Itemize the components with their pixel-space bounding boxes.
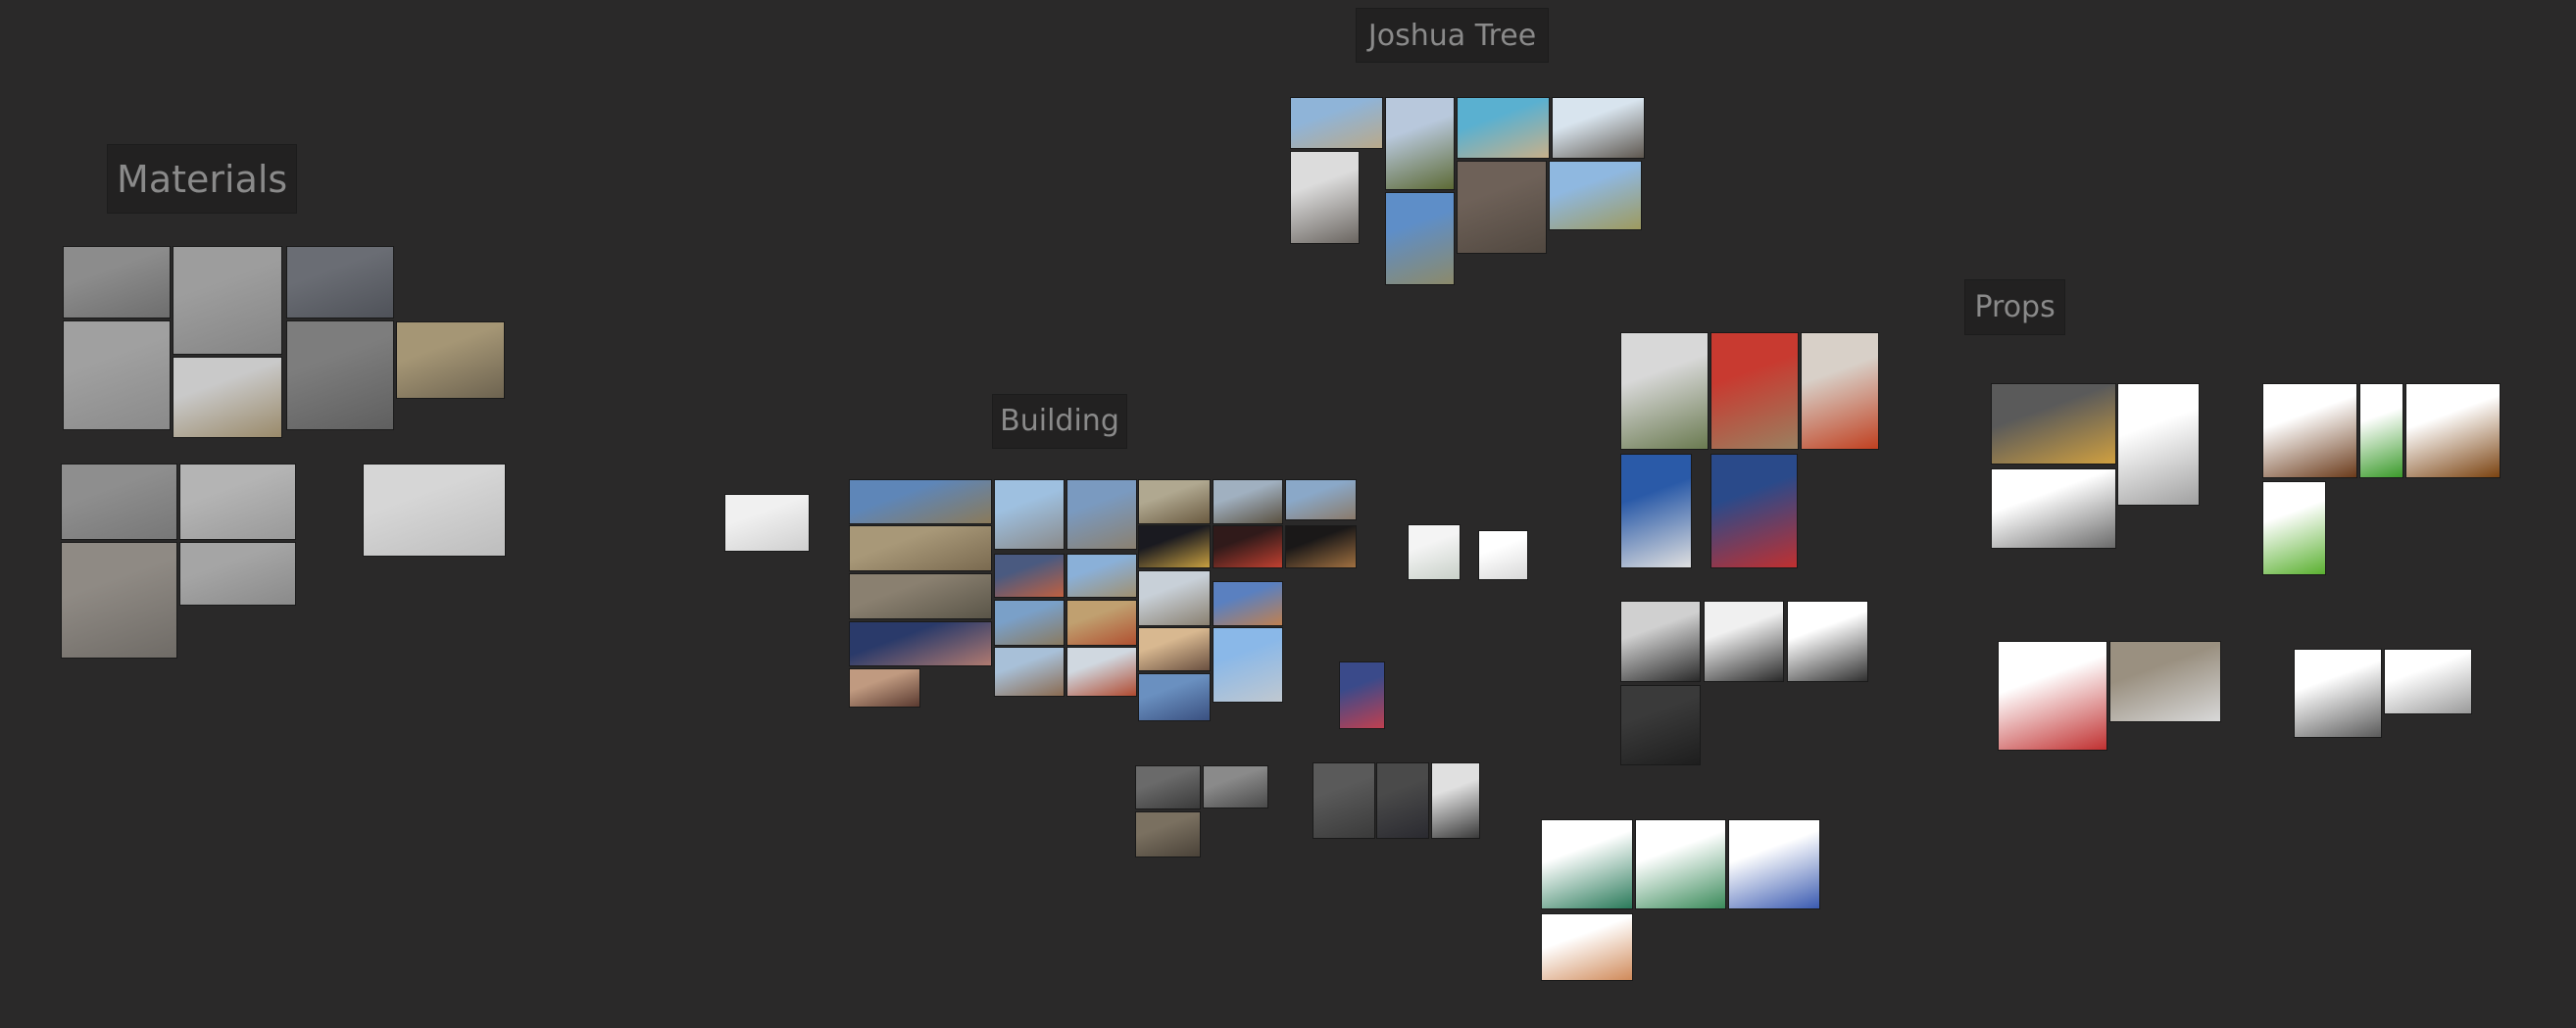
- gas-station-photo[interactable]: [1284, 525, 1358, 568]
- material-dark-stone[interactable]: [285, 246, 395, 319]
- joshua-tree-bark-photo[interactable]: [1457, 161, 1547, 254]
- corrugated-metal-texture[interactable]: [1135, 765, 1202, 810]
- corrugated-metal-texture[interactable]: [1202, 765, 1268, 808]
- gas-station-photo[interactable]: [1138, 479, 1212, 524]
- spray-can-photo[interactable]: [1991, 467, 2116, 549]
- gas-station-photo[interactable]: [993, 479, 1065, 551]
- trash-can-photo[interactable]: [2383, 649, 2473, 715]
- vending-machine-photo[interactable]: [1408, 523, 1461, 580]
- joshua-tree-bark-photo[interactable]: [1290, 151, 1360, 244]
- gas-station-photo[interactable]: [1212, 581, 1283, 626]
- gas-station-photo[interactable]: [849, 479, 993, 524]
- joshua-tree-photo[interactable]: [1385, 97, 1455, 190]
- gas-pump-photo[interactable]: [1619, 453, 1693, 568]
- tires-stack-photo[interactable]: [1704, 601, 1785, 682]
- corrugated-metal-texture[interactable]: [1135, 810, 1202, 857]
- gas-station-photo[interactable]: [1065, 479, 1137, 551]
- material-concrete-tiles[interactable]: [62, 246, 172, 319]
- gas-station-photo[interactable]: [849, 668, 920, 709]
- beer-bottle-photo[interactable]: [2261, 382, 2358, 478]
- gas-station-photo[interactable]: [1212, 525, 1283, 568]
- material-concrete-2[interactable]: [178, 463, 296, 541]
- gas-pump-photo[interactable]: [1709, 453, 1798, 568]
- door-photo[interactable]: [1430, 761, 1481, 840]
- ice-box-photo[interactable]: [1478, 530, 1528, 580]
- group-label-materials[interactable]: Materials: [106, 144, 298, 214]
- bench-photo[interactable]: [1728, 819, 1820, 910]
- gas-station-photo[interactable]: [1065, 647, 1137, 697]
- sign-photo[interactable]: [1338, 661, 1385, 730]
- gas-station-photo[interactable]: [1065, 553, 1137, 599]
- group-label-building[interactable]: Building: [992, 394, 1127, 449]
- ice-box-photo[interactable]: [2108, 640, 2221, 723]
- gas-station-photo[interactable]: [993, 599, 1065, 646]
- material-paving-perspective[interactable]: [285, 319, 395, 431]
- gas-can-photo[interactable]: [2293, 649, 2383, 738]
- joshua-tree-photo[interactable]: [1385, 192, 1455, 285]
- gas-station-photo[interactable]: [1138, 525, 1212, 568]
- desert-landscape-photo[interactable]: [1457, 97, 1550, 159]
- gas-station-photo[interactable]: [1284, 479, 1358, 521]
- gas-station-photo[interactable]: [849, 620, 993, 667]
- group-label-joshua-tree[interactable]: Joshua Tree: [1355, 8, 1550, 63]
- beer-bottle-photo[interactable]: [2404, 382, 2501, 478]
- bench-photo[interactable]: [1541, 819, 1633, 910]
- gas-station-photo[interactable]: [849, 572, 993, 619]
- gas-station-photo[interactable]: [993, 553, 1065, 599]
- door-photo[interactable]: [1313, 761, 1375, 840]
- material-concrete-3[interactable]: [61, 542, 177, 660]
- joshua-tree-trunk-photo[interactable]: [1552, 97, 1645, 159]
- gas-pump-photo[interactable]: [1709, 331, 1800, 451]
- material-mossy-grid[interactable]: [395, 321, 505, 400]
- bench-photo[interactable]: [1634, 819, 1727, 910]
- tire-photo[interactable]: [1787, 601, 1868, 682]
- joshua-tree-photo[interactable]: [1290, 97, 1383, 149]
- crushed-can-photo[interactable]: [1991, 382, 2116, 465]
- joshua-tree-photo[interactable]: [1549, 161, 1642, 230]
- gas-station-photo[interactable]: [1138, 627, 1212, 672]
- group-label-props[interactable]: Props: [1964, 278, 2065, 335]
- spray-can-photo[interactable]: [2117, 382, 2201, 507]
- gas-station-photo[interactable]: [1138, 569, 1212, 626]
- green-bottle-photo[interactable]: [2261, 481, 2327, 575]
- bench-photo[interactable]: [1541, 912, 1633, 981]
- gas-station-photo[interactable]: [1138, 673, 1212, 721]
- material-white-brick[interactable]: [363, 463, 507, 558]
- material-concrete-4[interactable]: [178, 542, 296, 607]
- door-photo[interactable]: [1376, 761, 1430, 840]
- gas-station-photo[interactable]: [849, 525, 993, 572]
- tire-photo[interactable]: [1619, 601, 1701, 682]
- material-tiles-grass[interactable]: [172, 356, 283, 439]
- gas-station-photo[interactable]: [1065, 599, 1137, 646]
- gas-station-photo[interactable]: [1212, 627, 1283, 704]
- gas-pump-photo[interactable]: [1800, 331, 1880, 451]
- building-sketch-icons[interactable]: [724, 494, 811, 553]
- material-concrete-1[interactable]: [61, 463, 177, 541]
- tire-photo[interactable]: [1619, 684, 1701, 765]
- gas-station-photo[interactable]: [993, 647, 1065, 697]
- material-wall-blocks[interactable]: [62, 319, 172, 431]
- material-paver-grid[interactable]: [172, 246, 283, 355]
- gas-pump-photo[interactable]: [1619, 331, 1709, 451]
- ice-box-photo[interactable]: [1998, 640, 2108, 751]
- green-bottle-photo[interactable]: [2358, 382, 2403, 478]
- gas-station-photo[interactable]: [1212, 479, 1283, 524]
